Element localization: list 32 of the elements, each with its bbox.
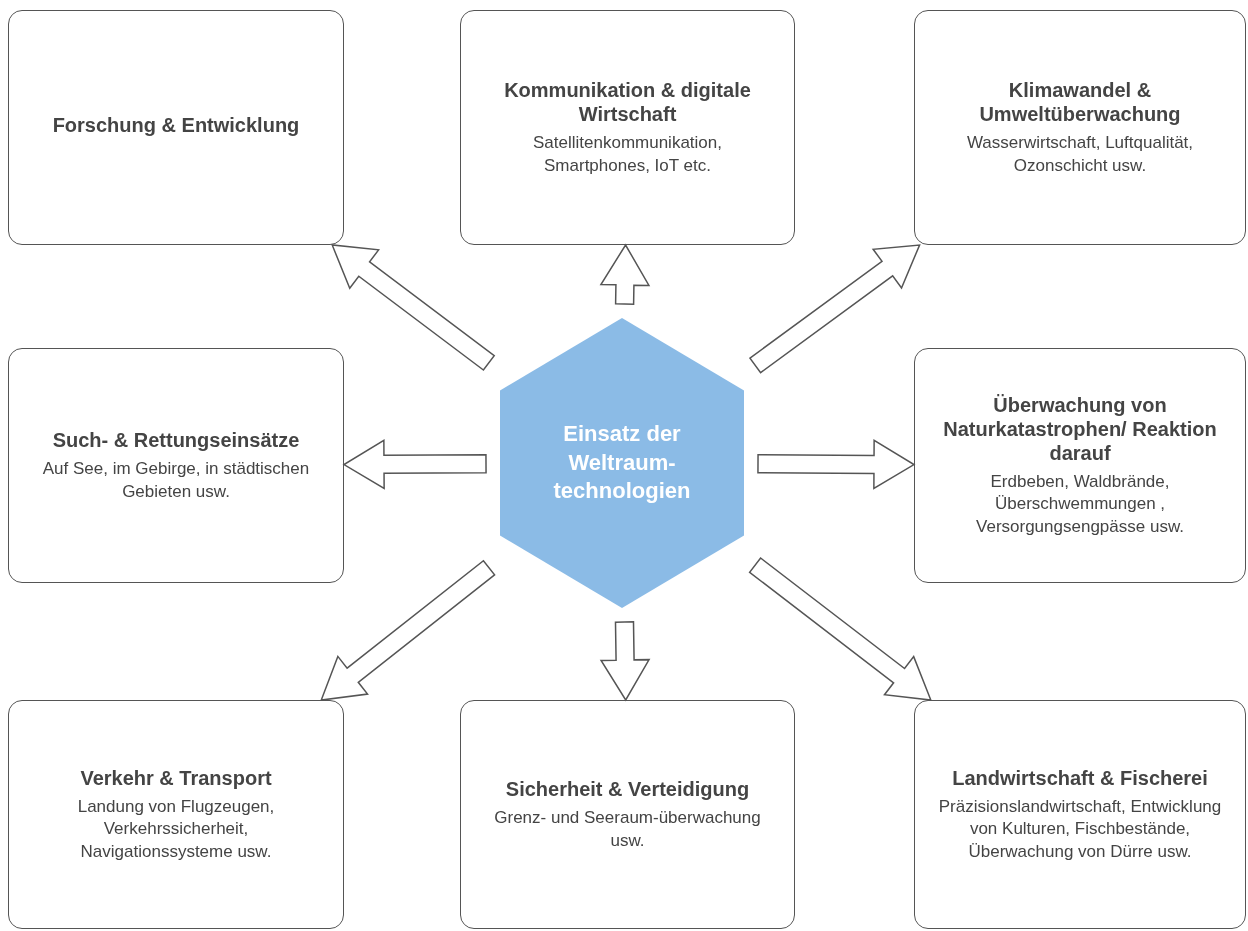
- block-arrow: [599, 621, 651, 702]
- category-box: [8, 700, 344, 929]
- category-box: [460, 10, 795, 245]
- box-title: Sicherheit & Verteidigung: [505, 777, 750, 802]
- box-description: Präzisionslandwirtschaft, Entwicklung von Kulturen, Fischbestände, Überwachung von Dürre usw.: [937, 796, 1223, 863]
- category-box: [460, 700, 795, 929]
- block-arrow: [748, 244, 921, 374]
- box-title: Such- & Rettungseinsätze: [52, 428, 300, 453]
- category-box: [914, 700, 1246, 929]
- box-description: Auf See, im Gebirge, in städtischen Gebieten usw.: [41, 458, 311, 503]
- block-arrow: [757, 439, 916, 490]
- box-description: Wasserwirtschaft, Luftqualität, Ozonschicht usw.: [965, 132, 1195, 177]
- block-arrow: [342, 439, 487, 490]
- block-arrow: [599, 243, 651, 305]
- box-title: Landwirtschaft & Fischerei: [952, 766, 1208, 791]
- box-title: Kommunikation & digitale Wirtschaft: [503, 78, 752, 127]
- block-arrow: [320, 559, 496, 701]
- box-title: Verkehr & Transport: [80, 766, 272, 791]
- box-description: Landung von Flugzeugen, Verkehrssicherheit, Navigationssysteme usw.: [76, 796, 276, 863]
- category-box: [8, 10, 344, 245]
- category-box: [8, 348, 344, 583]
- box-title: Klimawandel & Umweltüberwachung: [978, 78, 1182, 127]
- box-description: Erdbeben, Waldbrände, Überschwemmungen , Versorgungsengpässe usw.: [975, 471, 1185, 538]
- block-arrow: [331, 244, 496, 372]
- category-box: [914, 348, 1246, 583]
- category-box: [914, 10, 1246, 245]
- box-description: Grenz- und Seeraum-überwachung usw.: [493, 807, 762, 852]
- box-description: Satellitenkommunikation, Smartphones, IoT etc.: [532, 132, 723, 177]
- center-title: Einsatz der Weltraum-technologien: [552, 420, 692, 506]
- box-title: Überwachung von Naturkatastrophen/ Reaktion darauf: [942, 393, 1218, 466]
- block-arrow: [748, 556, 932, 701]
- box-title: Forschung & Entwicklung: [52, 112, 300, 137]
